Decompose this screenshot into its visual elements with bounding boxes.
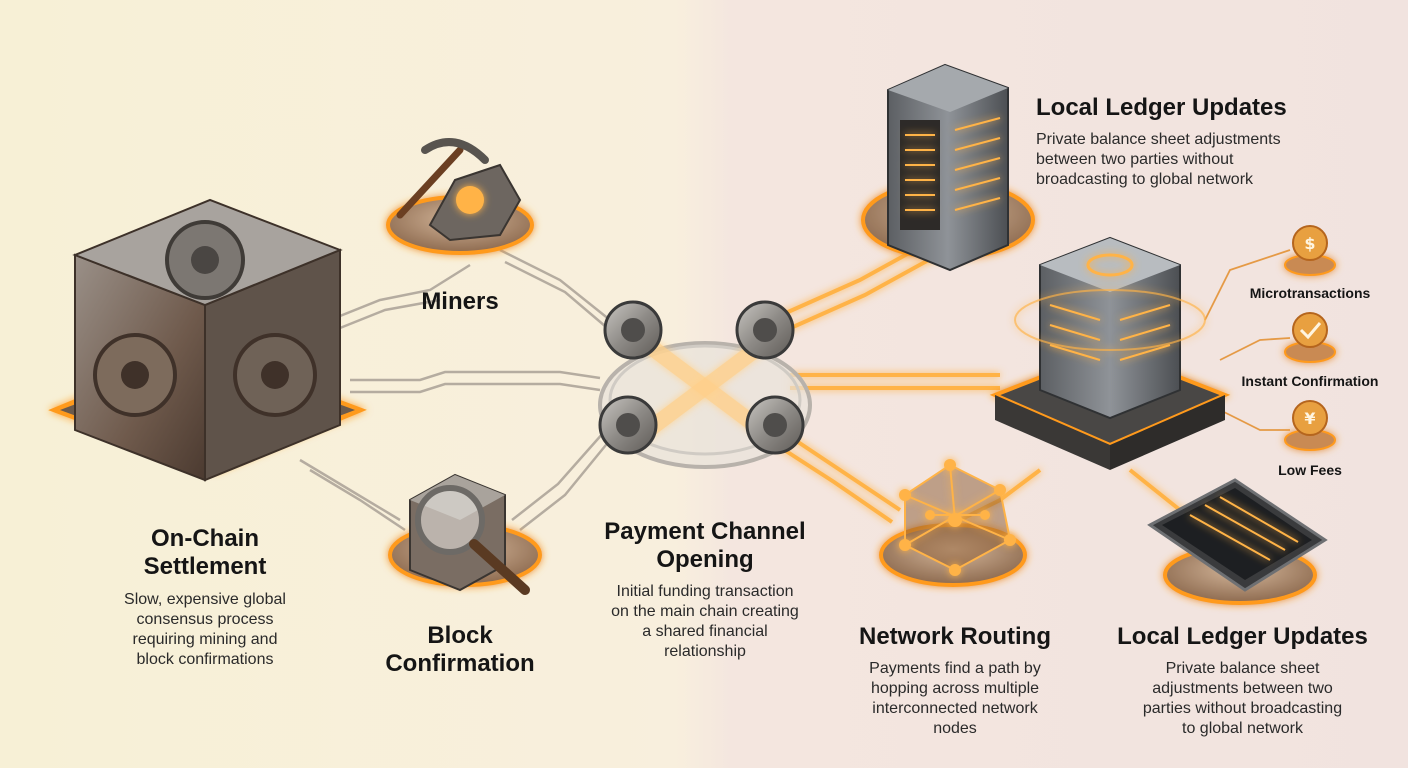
svg-text:$: $ <box>1304 234 1315 253</box>
ledger-bottom-title: Local Ledger Updates <box>1117 623 1368 650</box>
tablet-ledger-icon <box>1147 478 1328 605</box>
microtransactions-coin-icon: $ <box>1284 225 1336 276</box>
onchain-title: On-Chain Settlement <box>143 525 267 580</box>
onchain-cube-icon <box>48 198 367 482</box>
onchain-description: Slow, expensive global consensus process… <box>124 591 286 668</box>
channel-title: Payment Channel Opening <box>604 518 806 573</box>
hub-server-icon <box>989 236 1231 470</box>
ledger-top-description: Private balance sheet adjustments betwee… <box>1036 131 1281 188</box>
benefit-microtransactions: Microtransactions <box>1249 285 1371 301</box>
channel-description: Initial funding transaction on the main … <box>611 583 799 660</box>
ledger-bottom-description: Private balance sheet adjustments betwee… <box>1142 660 1343 737</box>
benefit-low-fees: Low Fees <box>1278 462 1342 478</box>
miners-pickaxe-icon <box>386 138 534 255</box>
routing-description: Payments find a path by hopping across m… <box>869 660 1041 737</box>
svg-text:¥: ¥ <box>1304 409 1315 428</box>
payment-channel-connector-icon <box>598 300 812 469</box>
routing-title: Network Routing <box>859 623 1051 650</box>
block-title: Block Confirmation <box>385 622 535 677</box>
ledger-server-icon <box>861 63 1035 272</box>
low-fees-coin-icon: ¥ <box>1284 400 1336 451</box>
benefit-instant-confirmation: Instant Confirmation <box>1241 373 1379 389</box>
gray-connection-lines <box>299 248 613 532</box>
block-magnifier-icon <box>388 473 542 595</box>
benefit-leaders <box>1204 249 1291 431</box>
network-routing-icon <box>879 459 1027 587</box>
miners-title: Miners <box>421 288 499 315</box>
ledger-top-title: Local Ledger Updates <box>1036 94 1287 121</box>
instant-confirmation-check-icon <box>1284 312 1336 363</box>
